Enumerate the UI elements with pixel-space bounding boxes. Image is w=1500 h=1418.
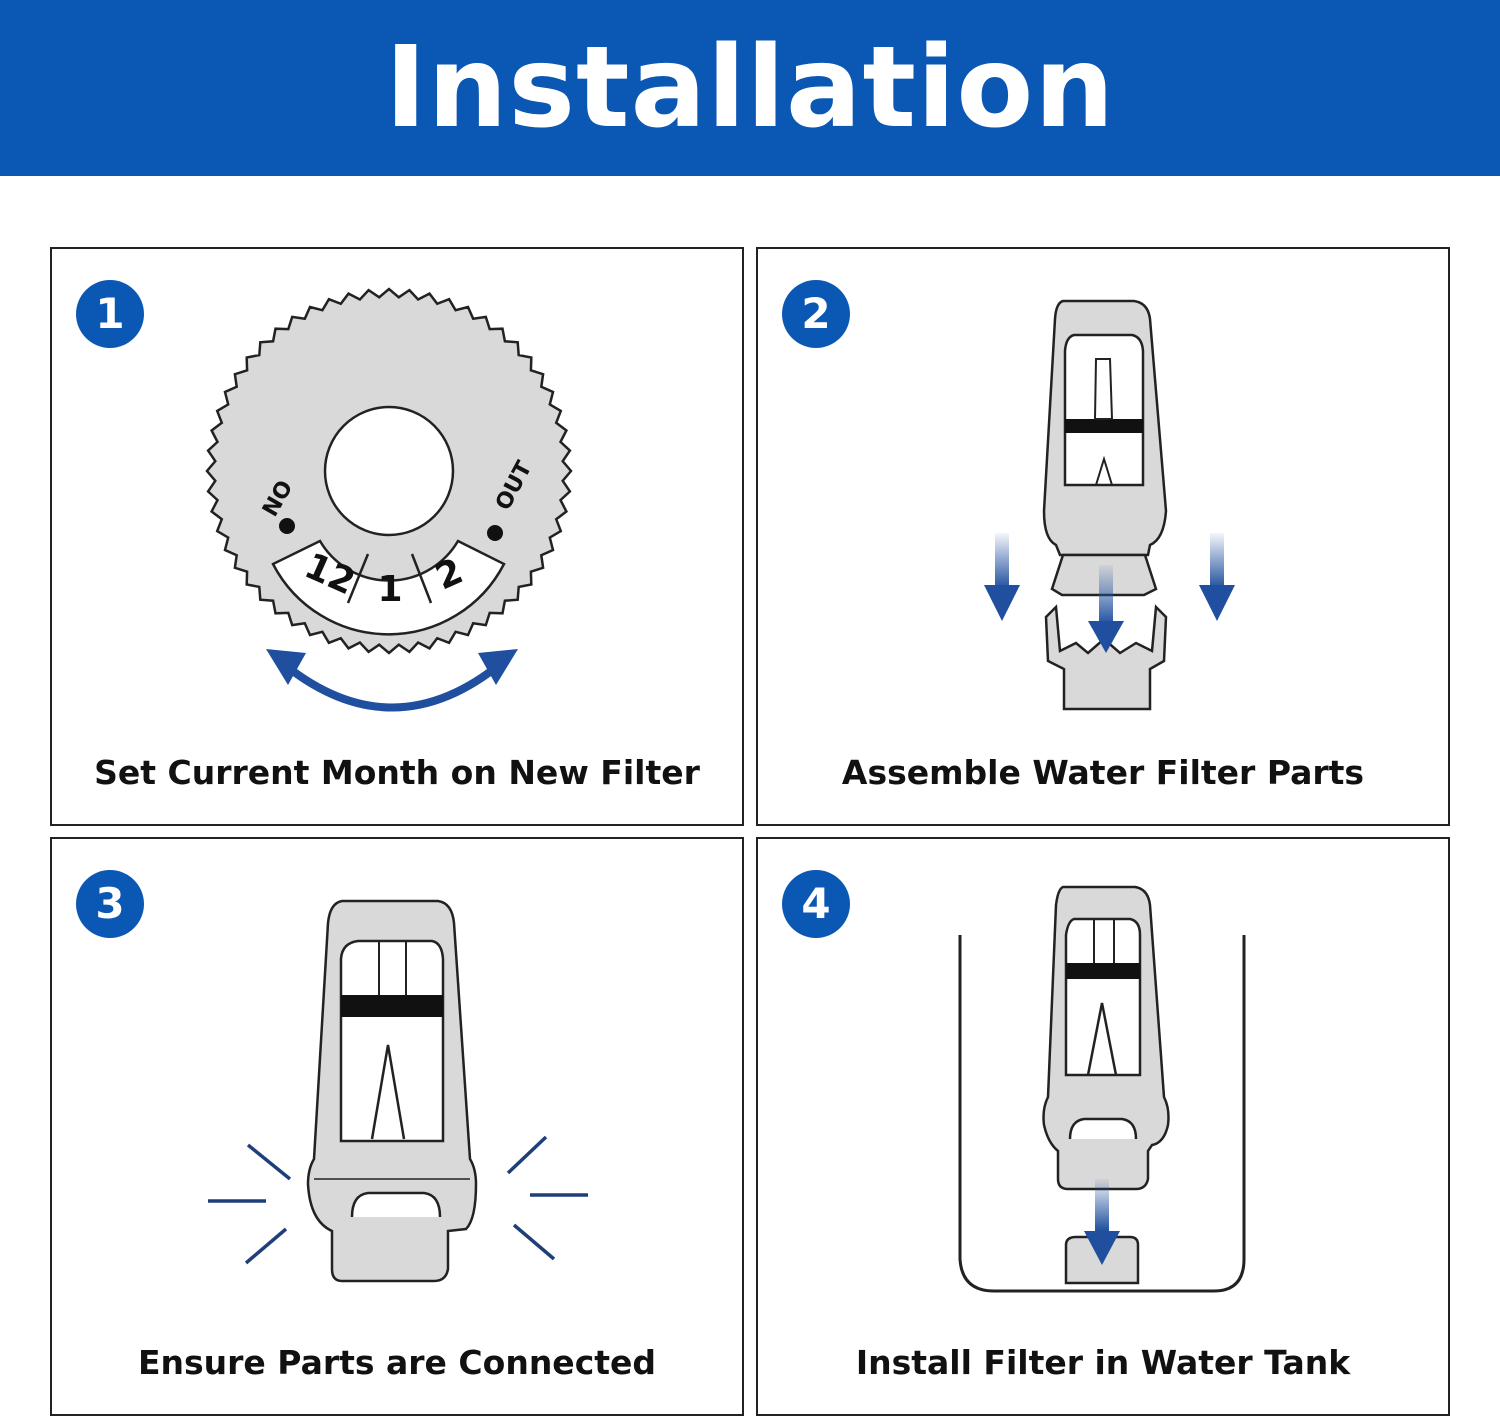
step-4-caption: Install Filter in Water Tank bbox=[855, 1343, 1351, 1382]
step-1-caption: Set Current Month on New Filter bbox=[94, 753, 700, 792]
water-tank-outline bbox=[958, 935, 1246, 1293]
step-3-badge: 3 bbox=[76, 870, 144, 938]
dial-hole bbox=[323, 405, 455, 537]
step-4-badge: 4 bbox=[782, 870, 850, 938]
click-burst-icon bbox=[208, 1135, 588, 1265]
header-banner: Installation bbox=[0, 0, 1500, 176]
out-dot bbox=[487, 525, 503, 541]
assemble-filter-illustration bbox=[984, 299, 1235, 711]
down-arrow-left-icon bbox=[984, 585, 1020, 621]
filter-dial-illustration: 12 1 2 ON OUT bbox=[205, 287, 573, 712]
month-window bbox=[271, 539, 506, 636]
step-2-badge: 2 bbox=[782, 280, 850, 348]
down-arrow-right-icon bbox=[1199, 585, 1235, 621]
step-2-panel: 2 Assemble Water Filter Parts bbox=[756, 247, 1450, 826]
step-1-badge: 1 bbox=[76, 280, 144, 348]
step-3-caption: Ensure Parts are Connected bbox=[137, 1343, 657, 1382]
rotate-arrow-icon bbox=[277, 657, 507, 712]
down-arrow-icon bbox=[1084, 1231, 1120, 1265]
step-1-panel: 1 12 1 2 ON OUT Set Current Month on New… bbox=[50, 247, 744, 826]
install-in-tank-illustration bbox=[958, 885, 1246, 1293]
step-4-panel: 4 Install Filter in Water Tank bbox=[756, 837, 1450, 1416]
page-title: Installation bbox=[384, 23, 1116, 153]
month-1-label: 1 bbox=[377, 569, 402, 610]
on-dot bbox=[279, 518, 295, 534]
step-2-caption: Assemble Water Filter Parts bbox=[841, 753, 1365, 792]
filter-base-part bbox=[1044, 604, 1168, 711]
connected-filter-illustration bbox=[208, 899, 588, 1283]
down-arrow-center-icon bbox=[1088, 621, 1124, 653]
step-3-panel: 3 Ensure Parts are Connected bbox=[50, 837, 744, 1416]
